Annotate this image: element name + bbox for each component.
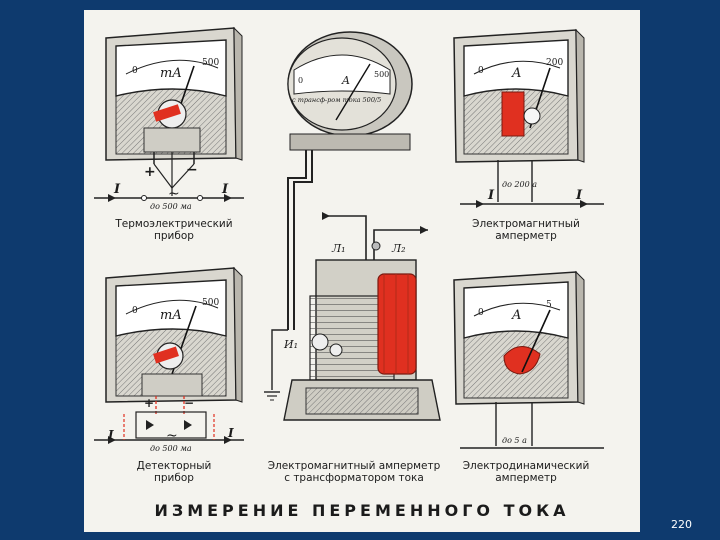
tr-dial-text: с трансф-ром тока 500/5 (292, 96, 382, 104)
thermo-scale-max: 500 (202, 58, 220, 68)
thermo-current-in: I (114, 182, 121, 197)
det-current-in: I (108, 428, 114, 442)
det-unit: mA (160, 308, 182, 323)
ed-unit: A (512, 308, 522, 323)
det-caption-line2: прибор (154, 472, 194, 484)
thermo-caption-line2: прибор (154, 230, 194, 242)
ed-caption-line2: амперметр (495, 472, 557, 484)
tr-scale-max: 500 (374, 70, 390, 79)
thermo-caption-line1: Термоэлектрический (115, 218, 233, 230)
ed-scale-max: 5 (546, 300, 552, 310)
ed-caption-line1: Электродинамический (462, 460, 590, 472)
illustration-plate: 0 500 mA + − I I ~ до 500 ма 0 200 A I I… (84, 10, 640, 532)
det-scale-min: 0 (132, 306, 138, 316)
electromagnetic-meter (453, 28, 604, 208)
det-tilde: ~ (166, 428, 178, 444)
thermoelectric-meter (94, 26, 244, 202)
thermo-plus: + (144, 164, 156, 180)
tr-scale-min: 0 (298, 76, 304, 85)
det-current-out: I (228, 426, 234, 440)
thermo-caption: Термоэлектрический прибор (104, 218, 244, 242)
detector-meter (94, 266, 244, 444)
em-unit: A (512, 66, 522, 81)
em-current-in: I (488, 188, 495, 203)
em-caption-line1: Электромагнитный (472, 218, 580, 230)
page-number: 220 (671, 518, 692, 531)
ed-scale-min: 0 (478, 308, 484, 318)
tr-caption: Электромагнитный амперметр с трансформат… (264, 460, 444, 484)
em-caption: Электромагнитный амперметр (456, 218, 596, 242)
det-plus: + (144, 396, 155, 410)
em-caption-line2: амперметр (495, 230, 557, 242)
ed-caption: Электродинамический амперметр (456, 460, 596, 484)
electrodynamic-meter (453, 270, 604, 449)
det-scale-max: 500 (202, 298, 220, 308)
thermo-unit: mA (160, 66, 182, 81)
tr-unit: A (342, 74, 350, 87)
plate-title: ИЗМЕРЕНИЕ ПЕРЕМЕННОГО ТОКА (154, 501, 570, 520)
det-caption-line1: Детекторный (136, 460, 212, 472)
transformer-ammeter (264, 31, 441, 421)
em-scale-max: 200 (546, 58, 564, 68)
thermo-range: до 500 ма (150, 202, 192, 211)
thermo-tilde: ~ (168, 186, 180, 202)
em-scale-min: 0 (478, 66, 484, 76)
tr-l1: Л₁ (332, 242, 346, 255)
ed-range: до 5 а (502, 436, 527, 445)
tr-caption-line2: с трансформатором тока (284, 472, 424, 484)
det-range: до 500 ма (150, 444, 192, 453)
em-current-out: I (576, 188, 583, 203)
em-range: до 200 а (502, 180, 538, 189)
thermo-minus: − (186, 162, 198, 178)
det-minus: − (184, 396, 195, 410)
thermo-scale-min: 0 (132, 66, 138, 76)
tr-caption-line1: Электромагнитный амперметр (267, 460, 441, 472)
tr-i1: И₁ (284, 338, 299, 351)
thermo-current-out: I (222, 182, 229, 197)
illustration-drawing (94, 26, 604, 449)
det-caption: Детекторный прибор (104, 460, 244, 484)
tr-l2: Л₂ (392, 242, 406, 255)
